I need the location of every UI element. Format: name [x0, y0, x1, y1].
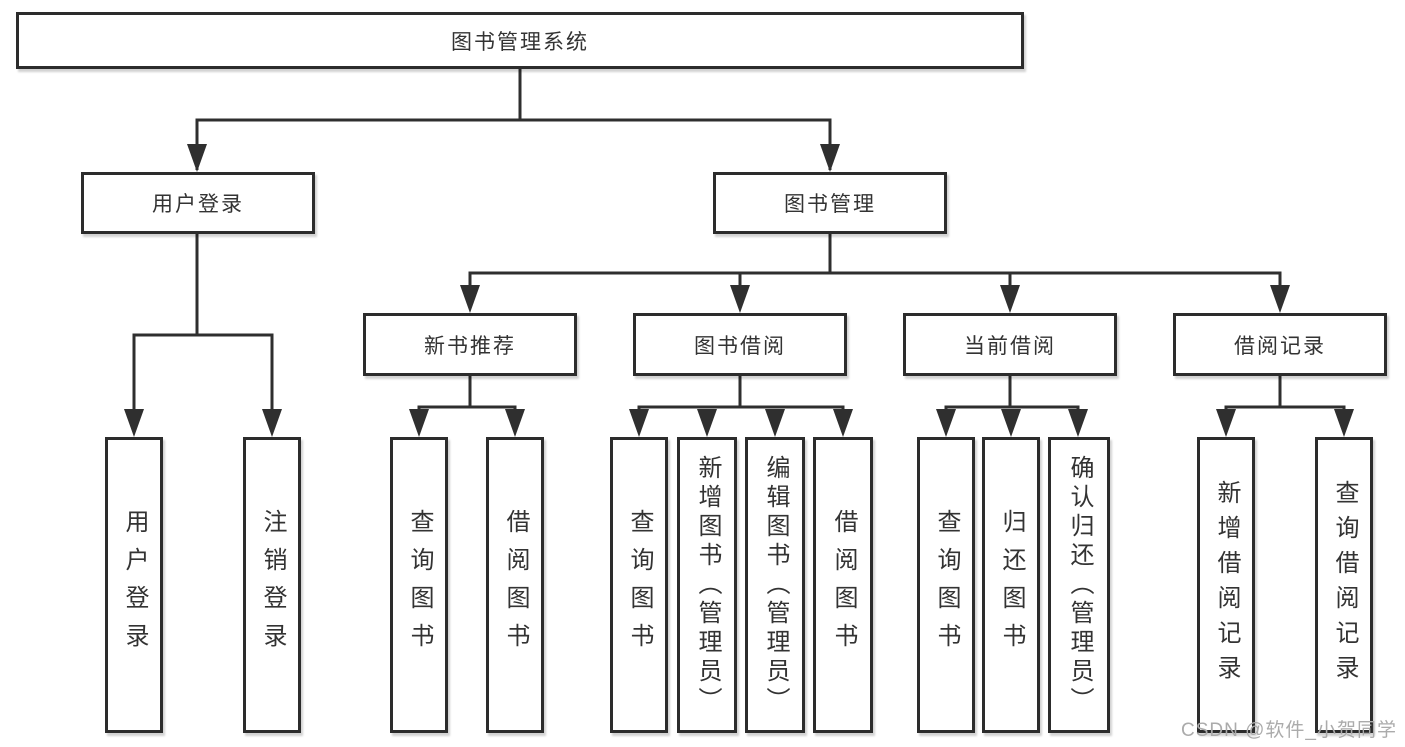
node-label: 用户登录 — [121, 509, 148, 661]
leaf-borrow-query: 查询图书 — [610, 437, 668, 733]
node-label: 新增图书（管理员） — [694, 454, 721, 716]
node-label: 用户登录 — [152, 193, 244, 216]
node-label: 查询图书 — [406, 509, 433, 661]
node-label: 新增借阅记录 — [1213, 480, 1240, 690]
node-label: 查询借阅记录 — [1331, 480, 1358, 690]
leaf-confirm-return-admin: 确认归还（管理员） — [1048, 437, 1110, 733]
leaf-current-query: 查询图书 — [917, 437, 975, 733]
leaf-newbook-borrow: 借阅图书 — [486, 437, 544, 733]
csdn-watermark: CSDN @软件_小贺同学 — [1181, 720, 1397, 741]
node-label: 图书管理系统 — [451, 30, 589, 54]
leaf-borrow-add-admin: 新增图书（管理员） — [677, 437, 737, 733]
node-label: 当前借阅 — [964, 334, 1056, 358]
node-label: 借阅图书 — [830, 509, 857, 661]
node-borrow-record: 借阅记录 — [1173, 313, 1387, 376]
connector-stems — [132, 69, 1346, 432]
node-label: 查询图书 — [626, 509, 653, 661]
node-current-borrow: 当前借阅 — [903, 313, 1117, 376]
node-label: 图书借阅 — [694, 334, 786, 358]
node-label: 借阅图书 — [502, 509, 529, 661]
node-user-login: 用户登录 — [81, 172, 315, 234]
leaf-record-query: 查询借阅记录 — [1315, 437, 1373, 733]
node-label: 归还图书 — [998, 509, 1025, 661]
node-label: 图书管理 — [784, 193, 876, 216]
node-label: 查询图书 — [933, 509, 960, 661]
node-book-management: 图书管理 — [713, 172, 947, 234]
leaf-logout: 注销登录 — [243, 437, 301, 733]
node-label: 借阅记录 — [1234, 334, 1326, 358]
node-root-system: 图书管理系统 — [16, 12, 1024, 69]
node-label: 注销登录 — [259, 509, 286, 661]
leaf-borrow-book: 借阅图书 — [813, 437, 873, 733]
connector-arrowheads — [124, 144, 1354, 437]
node-label: 新书推荐 — [424, 334, 516, 358]
node-label: 编辑图书（管理员） — [762, 454, 789, 716]
leaf-borrow-edit-admin: 编辑图书（管理员） — [745, 437, 805, 733]
leaf-user-login: 用户登录 — [105, 437, 163, 733]
node-new-book-recommend: 新书推荐 — [363, 313, 577, 376]
node-book-borrow: 图书借阅 — [633, 313, 847, 376]
leaf-return-book: 归还图书 — [982, 437, 1040, 733]
leaf-newbook-query: 查询图书 — [390, 437, 448, 733]
leaf-record-add: 新增借阅记录 — [1197, 437, 1255, 733]
node-label: 确认归还（管理员） — [1066, 454, 1093, 716]
